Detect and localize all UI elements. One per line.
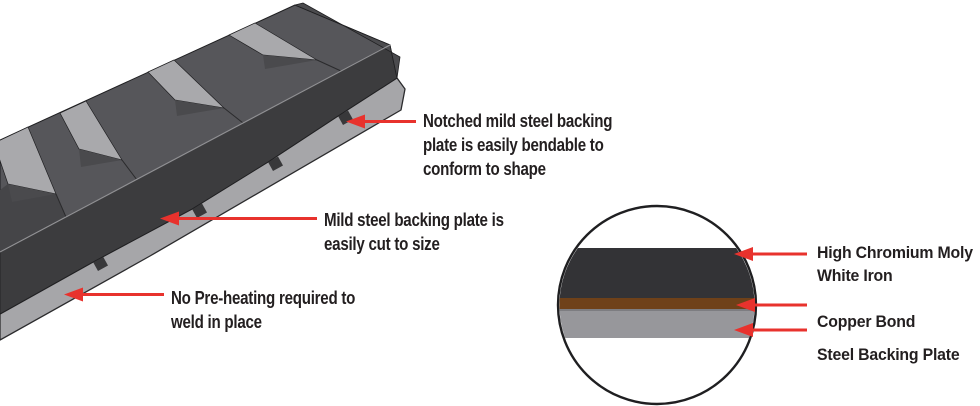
label-cut-to-size: Mild steel backing plate is easily cut t… <box>324 208 504 256</box>
weld-notch <box>268 156 283 171</box>
arrowhead-icon <box>736 298 755 312</box>
valley-shadow-wedge <box>8 184 56 202</box>
label-line: Notched mild steel backing <box>423 111 613 131</box>
label-no-preheating: No Pre-heating required to weld in place <box>171 286 355 334</box>
red-arrow-cut <box>160 211 317 226</box>
valley-shadow-wedge <box>263 55 317 69</box>
valley-shadow-wedge <box>175 100 224 116</box>
label-line: Mild steel backing plate is <box>324 210 504 230</box>
red-arrow-notched <box>346 114 416 129</box>
arrowhead-icon <box>734 247 753 261</box>
arrowhead-icon <box>160 211 179 226</box>
label-line: No Pre-heating required to <box>171 288 356 308</box>
label-line: easily cut to size <box>324 234 440 254</box>
red-arrow-copper-bond <box>736 298 807 312</box>
layer-bond-line <box>559 309 755 311</box>
cross-section-detail <box>556 204 807 406</box>
red-arrow-steel-backing <box>734 323 807 337</box>
arrowhead-icon <box>734 323 753 337</box>
groove-lines <box>55 59 342 218</box>
label-copper-bond: Copper Bond <box>817 311 915 334</box>
red-arrow-white-iron <box>734 247 807 261</box>
layer-white-iron <box>559 248 755 298</box>
label-notched-backing-plate: Notched mild steel backing plate is easi… <box>423 109 612 181</box>
chocky-bar-illustration <box>0 2 406 341</box>
arrowhead-icon <box>64 287 83 302</box>
label-line: White Iron <box>817 267 893 285</box>
valley-shadow-wedge <box>79 149 122 167</box>
label-line: weld in place <box>171 312 262 332</box>
label-high-chromium-moly-white-iron: High Chromium Moly White Iron <box>817 242 973 288</box>
label-line: Copper Bond <box>817 313 916 331</box>
label-line: plate is easily bendable to <box>423 135 604 155</box>
layer-copper-bond <box>559 298 755 309</box>
label-line: conform to shape <box>423 159 546 179</box>
arrowhead-icon <box>346 114 365 129</box>
label-line: Steel Backing Plate <box>817 346 960 364</box>
label-steel-backing-plate: Steel Backing Plate <box>817 344 960 367</box>
label-line: High Chromium Moly <box>817 244 973 262</box>
callout-arrows <box>64 114 416 302</box>
red-arrow-preheat <box>64 287 164 302</box>
right-bevel-facet <box>294 2 401 79</box>
layer-steel-backing <box>559 311 755 338</box>
front-edge-highlight <box>0 44 391 253</box>
